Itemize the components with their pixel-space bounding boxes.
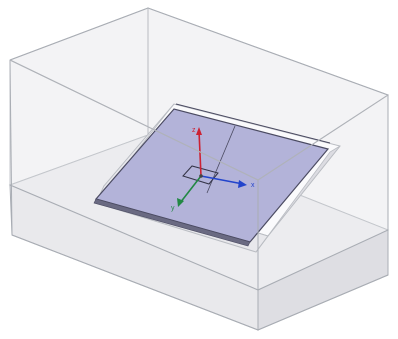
triad-origin: [199, 174, 203, 178]
axis-x-label: x: [251, 182, 255, 189]
substrate-edge-left: [95, 103, 175, 204]
axis-y-line: [179, 175, 202, 204]
axis-y-label: y: [171, 205, 175, 212]
axis-z-label: z: [192, 127, 196, 134]
axis-y-arrow: [177, 198, 184, 207]
coordinate-triad-icon: z x y: [171, 127, 255, 212]
substrate-edge-right: [255, 145, 341, 253]
air-box-top-front-left: [9, 59, 259, 181]
axis-x-arrow: [238, 180, 247, 188]
axis-z-line: [198, 130, 202, 177]
air-box-top-front-right: [257, 94, 389, 181]
feed-port[interactable]: [182, 165, 219, 185]
air-box-edge-left: [9, 59, 13, 236]
axis-x-line: [200, 175, 244, 185]
axis-z-arrow: [196, 127, 202, 135]
patch-top-edge-line: [175, 103, 331, 144]
patch-feed-line: [206, 125, 236, 194]
air-box[interactable]: z x y: [8, 7, 390, 331]
patch-thickness-front: [93, 198, 251, 247]
air-box-bottom-outline: [11, 234, 389, 331]
